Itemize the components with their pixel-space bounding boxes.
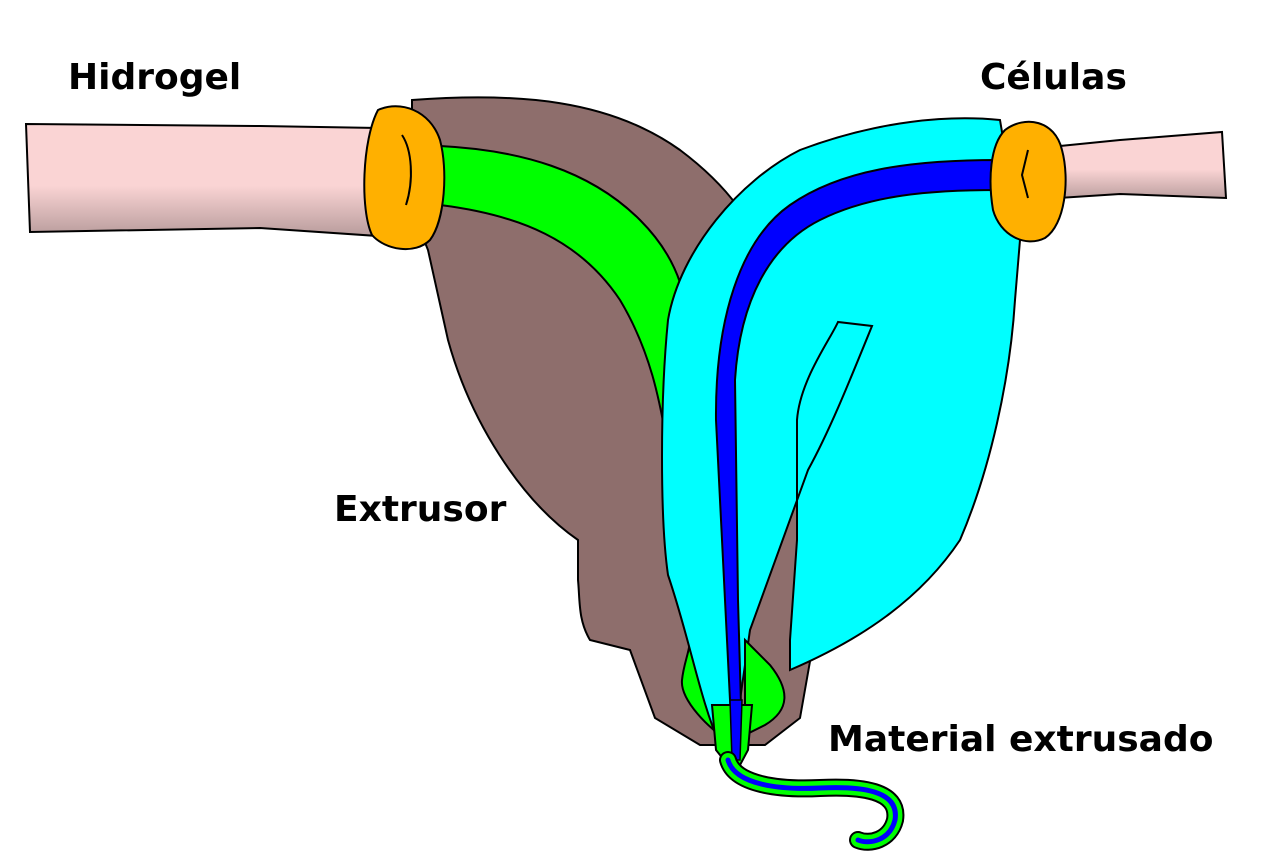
extruded-material-label: Material extrusado xyxy=(828,719,1214,760)
nozzle-core xyxy=(729,699,743,761)
hydrogel-channel xyxy=(439,144,742,741)
extruded-strand-blue xyxy=(725,757,898,845)
hydrogel-tube xyxy=(24,122,379,238)
extruder-label: Extrusor xyxy=(334,489,507,530)
extruded-strand-outer xyxy=(719,751,905,851)
cells-connector xyxy=(989,120,1067,243)
cells-connector-inner xyxy=(1020,149,1029,199)
hydrogel-connector xyxy=(363,105,446,251)
hydrogel-channel-right xyxy=(744,637,786,737)
hydrogel-label: Hidrogel xyxy=(68,57,242,98)
hydrogel-connector-inner xyxy=(401,134,412,206)
cells-label: Células xyxy=(980,57,1127,98)
